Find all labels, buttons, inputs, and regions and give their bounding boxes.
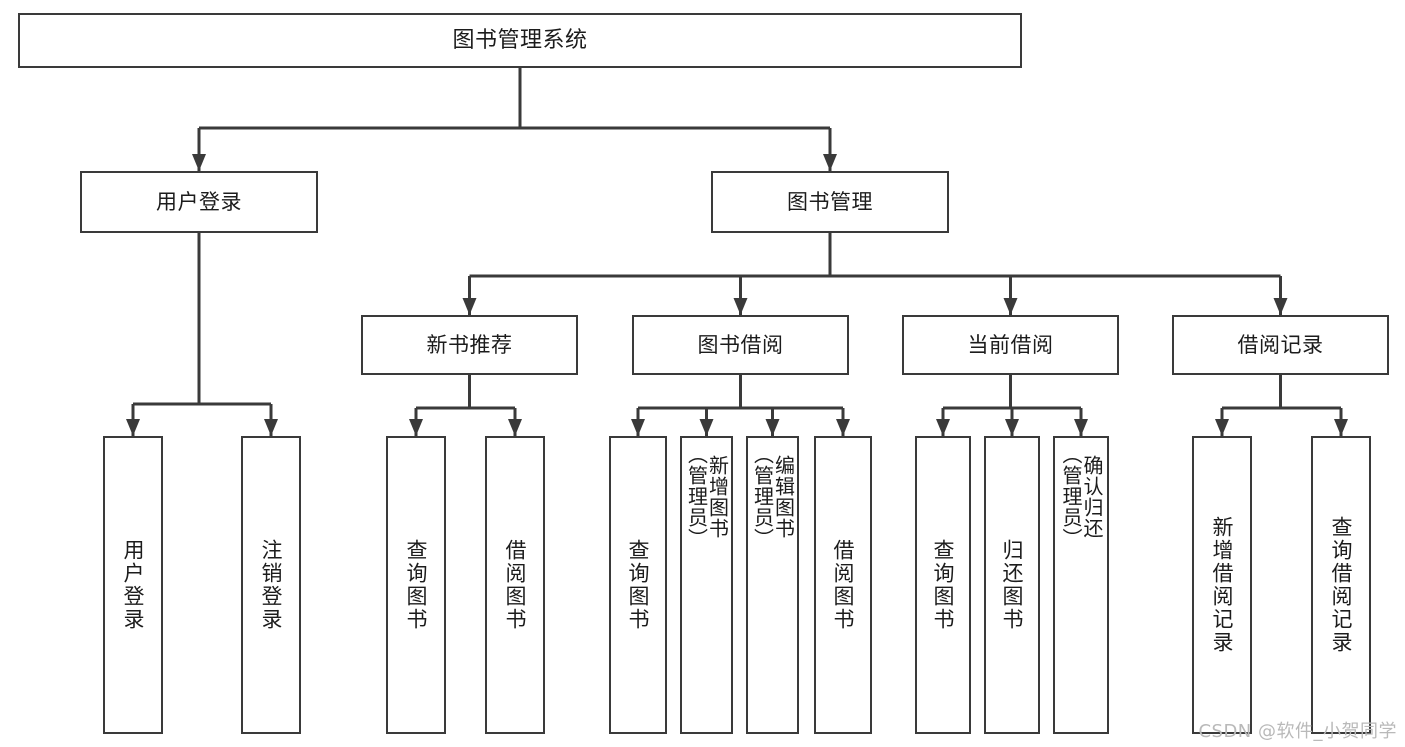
node-label: 当前借阅: [967, 332, 1054, 357]
node-label: 新书推荐: [426, 332, 513, 357]
node-leaf-bb-borrow[interactable]: 借阅图书: [814, 436, 872, 734]
node-label: 借阅图书: [831, 539, 856, 631]
node-book-borrow[interactable]: 图书借阅: [632, 315, 849, 375]
node-label: 图书借阅: [697, 332, 784, 357]
node-leaf-user-logout[interactable]: 注销登录: [241, 436, 301, 734]
node-leaf-rec-query[interactable]: 查询图书: [386, 436, 446, 734]
node-label: 编辑图书 （管理员）: [750, 444, 796, 549]
node-root[interactable]: 图书管理系统: [18, 13, 1022, 68]
node-book-manage[interactable]: 图书管理: [711, 171, 949, 233]
node-leaf-cb-return[interactable]: 归还图书: [984, 436, 1040, 734]
node-label: 确认归还 （管理员）: [1059, 444, 1104, 549]
node-user-login[interactable]: 用户登录: [80, 171, 318, 233]
node-label: 新增图书 （管理员）: [684, 444, 730, 549]
node-label: 查询图书: [626, 539, 651, 631]
node-leaf-br-query[interactable]: 查询借阅记录: [1311, 436, 1371, 734]
node-leaf-rec-borrow[interactable]: 借阅图书: [485, 436, 545, 734]
node-label: 图书管理: [787, 189, 873, 214]
node-leaf-cb-confirm[interactable]: 确认归还 （管理员）: [1053, 436, 1109, 734]
node-label: 归还图书: [1000, 539, 1025, 631]
node-leaf-bb-edit[interactable]: 编辑图书 （管理员）: [746, 436, 799, 734]
node-leaf-br-add[interactable]: 新增借阅记录: [1192, 436, 1252, 734]
node-label: 用户登录: [156, 189, 242, 214]
watermark-text: CSDN @软件_小贺同学: [1198, 721, 1397, 742]
node-leaf-bb-query[interactable]: 查询图书: [609, 436, 667, 734]
node-label: 查询图书: [931, 539, 956, 631]
node-label: 借阅图书: [503, 539, 528, 631]
node-new-book-rec[interactable]: 新书推荐: [361, 315, 578, 375]
node-leaf-user-login[interactable]: 用户登录: [103, 436, 163, 734]
node-current-borrow[interactable]: 当前借阅: [902, 315, 1119, 375]
node-label: 用户登录: [121, 539, 146, 631]
node-label: 图书管理系统: [452, 27, 588, 53]
node-label: 借阅记录: [1237, 332, 1324, 357]
node-borrow-record[interactable]: 借阅记录: [1172, 315, 1389, 375]
node-leaf-bb-add[interactable]: 新增图书 （管理员）: [680, 436, 733, 734]
node-label: 查询借阅记录: [1329, 516, 1354, 654]
node-label: 新增借阅记录: [1210, 516, 1235, 654]
node-label: 查询图书: [404, 539, 429, 631]
node-leaf-cb-query[interactable]: 查询图书: [915, 436, 971, 734]
node-label: 注销登录: [259, 539, 284, 631]
